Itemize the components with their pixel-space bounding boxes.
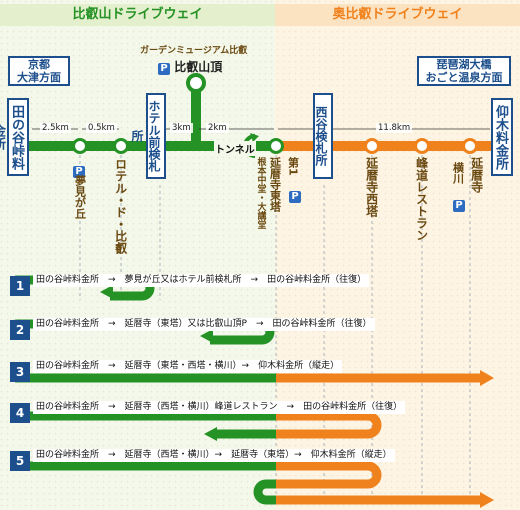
- node-saito: [364, 138, 380, 154]
- garden-museum-caption: ガーデンミュージアム比叡: [140, 46, 248, 56]
- right-header-bar: [275, 4, 520, 26]
- distance-4: 2km: [206, 123, 229, 133]
- left-header-bar: [0, 4, 275, 26]
- stop-hotel: ロテル・ド・比叡: [113, 158, 128, 254]
- route-4-arrow-orange: [276, 411, 382, 439]
- tunnel-arrowhead: [250, 133, 259, 142]
- node-yokawa: [462, 138, 478, 154]
- route-3-number: 3: [10, 362, 30, 382]
- stop-enryakuji-saito: 延暦寺西塔: [364, 157, 379, 217]
- stop-enryakuji-toto: 延暦寺東塔: [268, 157, 282, 212]
- summit-label: P 比叡山頂: [158, 58, 222, 75]
- parking-icon: P: [158, 63, 170, 75]
- route-4-text: 田の谷峠料金所 → 延暦寺（西塔・横川）峰道レストラン → 田の谷峠料金所（往復…: [33, 401, 406, 414]
- parking-icon: P: [289, 191, 301, 203]
- tollgate-ogi: 仰木料金所: [491, 98, 513, 176]
- header-okuhiei-driveway: 奥比叡ドライブウェイ: [332, 7, 463, 22]
- node-toto: [268, 138, 284, 154]
- route-2-number: 2: [10, 320, 30, 340]
- stop-enryakuji-yokawa: 延暦寺: [469, 157, 484, 193]
- origin-kyoto-otsu: 京都 大津方面: [8, 56, 70, 86]
- stop-nodes: [72, 138, 478, 154]
- distance-2: 0.5km: [86, 123, 117, 133]
- route-5-text: 田の谷峠料金所 → 延暦寺（西塔・横川）→ 延暦寺（東塔）→ 仰木料金所（縦走）: [33, 449, 395, 462]
- route-5-number: 5: [10, 451, 30, 471]
- origin-biwako-ogoto: 琵琶湖大橋 おごと温泉方面: [417, 56, 511, 86]
- route-4-number: 4: [10, 403, 30, 423]
- route-5-arrow-orange: [276, 461, 382, 489]
- yokawa-parking: P: [453, 193, 465, 212]
- route-1-text: 田の谷峠料金所 → 夢見が丘又はホテル前検札所 → 田の谷峠料金所（往復）: [33, 274, 370, 287]
- summit-node: [186, 73, 206, 93]
- parking-icon: P: [453, 200, 465, 212]
- yumemigaoka-parking: P: [73, 159, 85, 178]
- stop-yumemigaoka: 夢見が丘: [73, 175, 87, 219]
- stop-p1: 第1: [286, 157, 300, 176]
- p1-parking: P: [289, 184, 301, 203]
- route-arrowheads: [100, 285, 494, 508]
- hotel-gate: ホテル前検札所: [130, 93, 166, 179]
- header-hieizan-driveway: 比叡山ドライブウェイ: [72, 7, 203, 22]
- parking-icon: P: [73, 166, 85, 178]
- node-hotel: [113, 138, 129, 154]
- stop-yokawa: 横川: [451, 162, 465, 184]
- node-yumemigaoka: [72, 138, 88, 154]
- distance-5: 11.8km: [376, 123, 413, 133]
- nishidani-gate: 西谷検札所: [313, 93, 333, 179]
- distance-1: 2.5km: [40, 123, 71, 133]
- summit-name: 比叡山頂: [174, 60, 223, 74]
- stop-toto-sub: 根本中堂・大講堂: [255, 157, 266, 229]
- node-restaurant: [414, 138, 430, 154]
- route-3-text: 田の谷峠料金所 → 延暦寺（東塔・西塔・横川）→ 仰木料金所（縦走）: [33, 360, 343, 373]
- route-1-number: 1: [10, 276, 30, 296]
- route-2-text: 田の谷峠料金所 → 延暦寺（東塔）又は比叡山頂P → 田の谷峠料金所（往復）: [33, 318, 375, 331]
- tunnel-label: トンネル: [214, 141, 256, 156]
- distance-3: 3km: [170, 123, 193, 133]
- tollgate-tanotani: 田の谷峠料金所: [0, 98, 29, 176]
- stop-restaurant: 峰道レストラン: [414, 157, 429, 241]
- route-5-arrow-uturn: [253, 479, 276, 505]
